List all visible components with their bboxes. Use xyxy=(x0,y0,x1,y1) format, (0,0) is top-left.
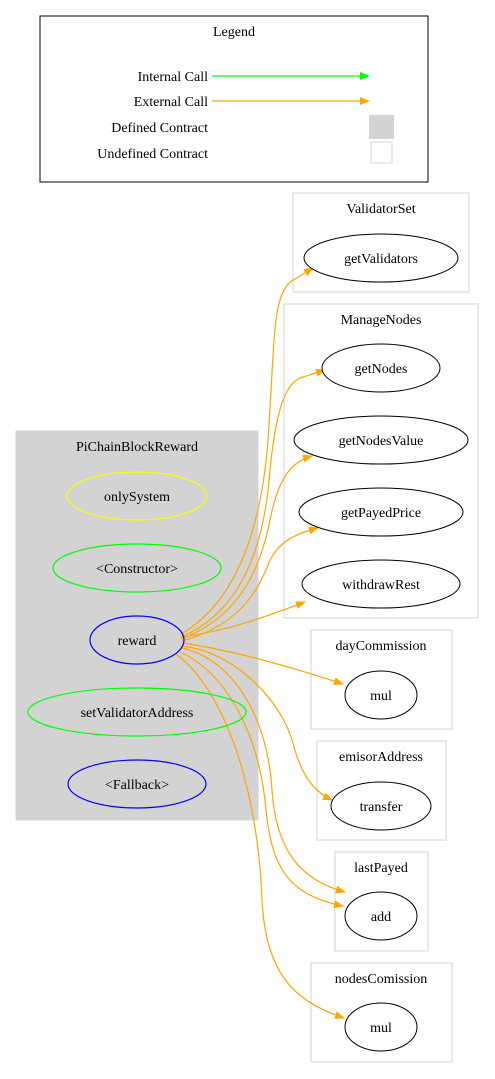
legend-defined-contract-label: Defined Contract xyxy=(111,121,208,136)
function-node-daycommission-mul: mul xyxy=(344,670,418,720)
node-label: getPayedPrice xyxy=(341,506,421,521)
node-ellipse xyxy=(66,471,208,521)
node-label: mul xyxy=(370,689,392,704)
node-label: mul xyxy=(370,1021,392,1036)
node-label: transfer xyxy=(360,800,403,815)
legend-internal-call-label: Internal Call xyxy=(138,70,208,85)
contract-name: dayCommission xyxy=(335,639,426,654)
call-edges xyxy=(175,267,346,1019)
edge-reward-to-getvalidators xyxy=(180,267,314,635)
node-ellipse xyxy=(321,343,441,393)
node-label: withdrawRest xyxy=(342,578,420,593)
function-node-withdrawrest: withdrawRest xyxy=(301,559,461,609)
edge-reward-to-getnodesvalue xyxy=(180,454,313,640)
function-node-setvalidatoraddress: setValidatorAddress xyxy=(27,687,247,737)
node-ellipse xyxy=(298,487,464,537)
node-label: <Fallback> xyxy=(105,778,169,793)
legend-defined-contract-swatch xyxy=(369,115,394,139)
function-node-getnodes: getNodes xyxy=(321,343,441,393)
contract-name: PiChainBlockReward xyxy=(76,440,198,455)
edge-reward-to-getnodes xyxy=(180,368,326,638)
node-label: setValidatorAddress xyxy=(81,706,194,721)
node-ellipse xyxy=(344,891,418,941)
edge-reward-to-withdrawrest xyxy=(181,601,306,638)
node-label: onlySystem xyxy=(104,490,170,505)
edge-reward-to-getpayedprice xyxy=(181,526,319,642)
contract-name: ManageNodes xyxy=(341,313,422,328)
function-node-transfer: transfer xyxy=(330,781,432,831)
contract-pichainblockreward: PiChainBlockReward xyxy=(15,430,259,821)
node-ellipse xyxy=(293,415,469,465)
node-label: getNodes xyxy=(355,362,408,377)
contract-name: nodesComission xyxy=(335,972,428,987)
node-ellipse xyxy=(89,615,185,665)
node-ellipse xyxy=(301,559,461,609)
node-ellipse xyxy=(303,233,459,283)
edge-reward-to-transfer xyxy=(181,645,333,801)
node-ellipse xyxy=(344,670,418,720)
function-node-getnodesvalue: getNodesValue xyxy=(293,415,469,465)
node-label: getNodesValue xyxy=(339,434,424,449)
node-label: reward xyxy=(118,634,157,649)
node-ellipse xyxy=(330,781,432,831)
node-ellipse xyxy=(27,687,247,737)
node-label: add xyxy=(371,910,391,925)
contract-box xyxy=(15,430,259,821)
function-node-reward: reward xyxy=(89,615,185,665)
function-node-getpayedprice: getPayedPrice xyxy=(298,487,464,537)
function-node-getvalidators: getValidators xyxy=(303,233,459,283)
edge-reward-to-add-1 xyxy=(181,647,346,894)
node-ellipse xyxy=(52,543,222,593)
legend-undefined-contract-label: Undefined Contract xyxy=(97,147,208,162)
node-label: getValidators xyxy=(344,252,418,267)
legend-undefined-contract-swatch xyxy=(370,141,393,164)
edge-reward-to-nodescomission-mul xyxy=(175,653,345,1019)
function-node-constructor: <Constructor> xyxy=(52,543,222,593)
contract-name: lastPayed xyxy=(354,861,408,876)
legend-title: Legend xyxy=(213,25,255,40)
function-node-fallback: <Fallback> xyxy=(67,759,207,809)
contract-name: emisorAddress xyxy=(339,750,423,765)
node-label: <Constructor> xyxy=(96,562,178,577)
legend-external-call-label: External Call xyxy=(134,95,208,110)
function-node-add: add xyxy=(344,891,418,941)
function-node-nodescomission-mul: mul xyxy=(344,1002,418,1052)
function-node-onlysystem: onlySystem xyxy=(66,471,208,521)
edge-reward-to-add-2 xyxy=(179,651,344,909)
contract-name: ValidatorSet xyxy=(346,202,415,217)
node-ellipse xyxy=(344,1002,418,1052)
edge-reward-to-daycommission-mul xyxy=(182,642,344,685)
node-ellipse xyxy=(67,759,207,809)
legend: Legend Internal Call External Call Defin… xyxy=(39,15,429,183)
